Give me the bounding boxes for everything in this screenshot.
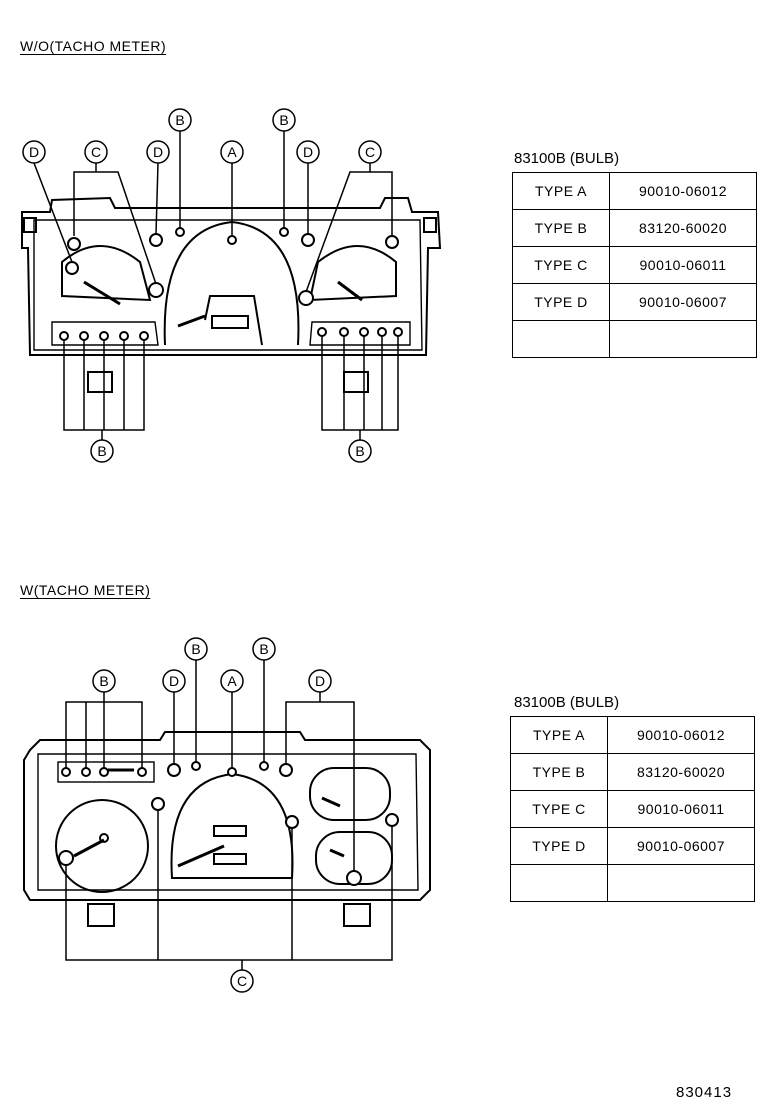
section-title-with-tacho: W(TACHO METER) xyxy=(20,582,151,598)
tachometer-face xyxy=(55,799,149,893)
part-title-with-tacho: 83100B (BULB) xyxy=(514,694,620,711)
bulb-d-2 xyxy=(65,261,79,275)
table-row xyxy=(512,320,757,358)
bulb-d-3 xyxy=(149,233,163,247)
bulb-d-1 xyxy=(167,763,181,777)
callout-b: B xyxy=(175,112,184,128)
section-title-without-tacho: W/O(TACHO METER) xyxy=(20,38,167,54)
callout-d: D xyxy=(153,144,163,160)
callout-a: A xyxy=(227,673,237,689)
bulb-b-1 xyxy=(191,761,201,771)
bulb-d-2 xyxy=(279,763,293,777)
upper-right-gauge-face xyxy=(309,767,391,821)
bulb-d-1 xyxy=(67,237,81,251)
callout-b: B xyxy=(191,641,200,657)
cluster-housing-outline xyxy=(21,196,442,356)
part-title-without-tacho: 83100B (BULB) xyxy=(514,150,620,167)
bulb-d-4 xyxy=(301,233,315,247)
bulb-c-3 xyxy=(385,235,399,249)
bulb-c-1 xyxy=(58,850,74,866)
bulb-b-2 xyxy=(259,761,269,771)
bulb-c-4 xyxy=(346,870,362,886)
callout-c: C xyxy=(365,144,375,160)
bulb-b-1 xyxy=(175,227,185,237)
callout-b: B xyxy=(355,443,364,459)
callout-b: B xyxy=(99,673,108,689)
callout-a: A xyxy=(227,144,237,160)
left-gauge-face xyxy=(61,245,152,302)
bulb-c-2 xyxy=(298,290,314,306)
callout-d: D xyxy=(29,144,39,160)
callout-b: B xyxy=(279,112,288,128)
table-row xyxy=(510,864,755,902)
callout-d: D xyxy=(315,673,325,689)
callout-d: D xyxy=(303,144,313,160)
callout-c: C xyxy=(237,973,247,989)
right-gauge-face xyxy=(308,245,397,302)
bulb-b-2 xyxy=(279,227,289,237)
callout-b: B xyxy=(97,443,106,459)
cluster-diagram-with-tacho: B D B A B D C xyxy=(23,637,431,993)
drawing-code: 830413 xyxy=(676,1084,733,1101)
cluster-diagram-without-tacho: D C D B A B D C B B xyxy=(21,108,442,463)
bulb-c-2 xyxy=(151,797,165,811)
callout-d: D xyxy=(169,673,179,689)
bulb-a xyxy=(227,235,237,245)
cluster-housing-outline xyxy=(23,731,431,901)
bulb-c-5 xyxy=(385,813,399,827)
bulb-c-1 xyxy=(148,282,164,298)
bulb-a xyxy=(227,767,237,777)
callout-b: B xyxy=(259,641,268,657)
bulb-c-3 xyxy=(285,815,299,829)
callout-c: C xyxy=(91,144,101,160)
